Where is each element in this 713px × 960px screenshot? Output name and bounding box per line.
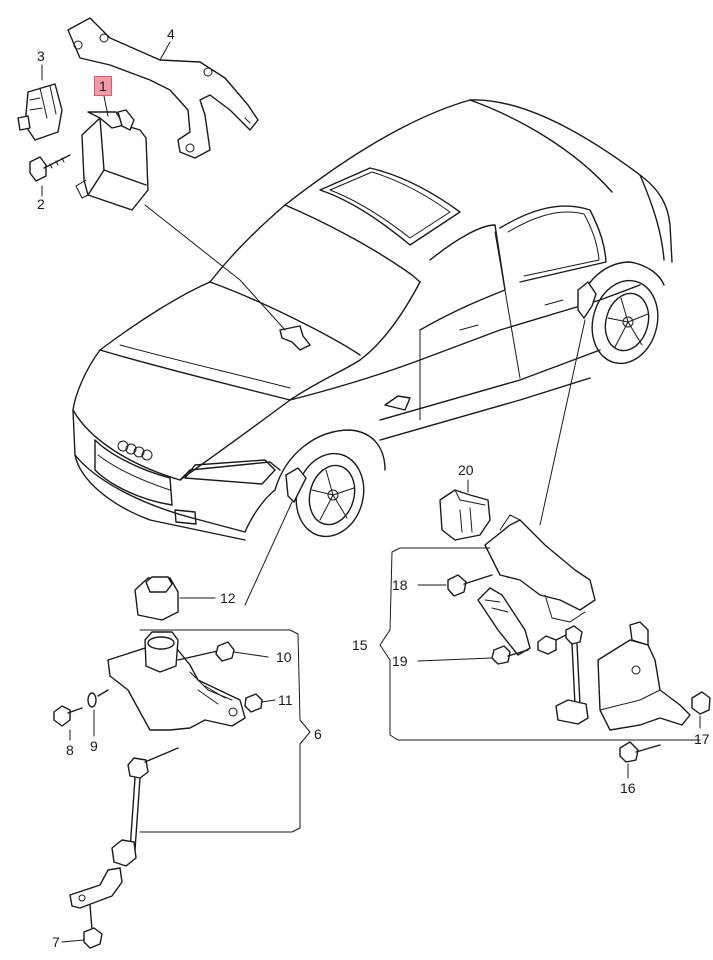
bolt-part-2 — [29, 154, 71, 182]
part-label-4[interactable]: 4 — [167, 26, 175, 42]
part-label-9[interactable]: 9 — [90, 738, 98, 754]
part-label-17[interactable]: 17 — [694, 731, 710, 747]
rear-level-sensor-group — [439, 489, 711, 763]
part-label-3[interactable]: 3 — [37, 48, 45, 64]
bracket-part-4 — [67, 17, 259, 159]
part-label-6[interactable]: 6 — [314, 726, 322, 742]
leader-lines — [41, 41, 701, 943]
part-label-7[interactable]: 7 — [52, 934, 60, 950]
part-label-15[interactable]: 15 — [352, 637, 368, 653]
part-label-8[interactable]: 8 — [66, 742, 74, 758]
part-label-19[interactable]: 19 — [392, 653, 408, 669]
part-label-18[interactable]: 18 — [392, 577, 408, 593]
part-label-20[interactable]: 20 — [458, 462, 474, 478]
part-label-1[interactable]: 1 — [94, 76, 112, 96]
part-label-10[interactable]: 10 — [276, 649, 292, 665]
part-label-11[interactable]: 11 — [278, 692, 293, 708]
connector-part-3 — [17, 83, 63, 141]
car-illustration — [72, 99, 673, 541]
part-label-16[interactable]: 16 — [620, 780, 636, 796]
control-unit-part-1 — [75, 109, 149, 211]
front-level-sensor-group — [53, 576, 263, 949]
part-label-2[interactable]: 2 — [37, 196, 45, 212]
part-label-12[interactable]: 12 — [220, 590, 236, 606]
